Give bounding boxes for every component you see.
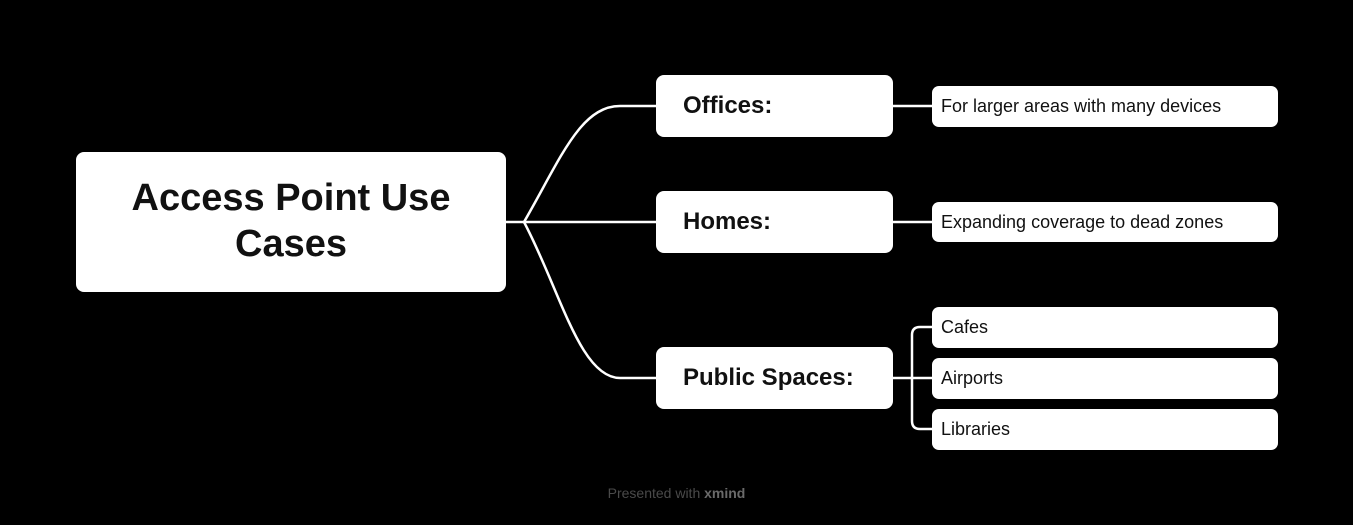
branch-node-label: Offices:: [683, 92, 773, 119]
leaf-node-homes-detail[interactable]: Expanding coverage to dead zones: [932, 202, 1278, 242]
footer-prefix: Presented with: [607, 485, 701, 501]
leaf-node-label: For larger areas with many devices: [941, 96, 1222, 116]
root-node-label: Access Point Use Cases: [131, 177, 451, 265]
leaf-node-label: Cafes: [941, 317, 989, 337]
presented-with-footer: Presented with xmind: [0, 485, 1353, 501]
leaf-node-offices-detail[interactable]: For larger areas with many devices: [932, 86, 1278, 127]
leaf-node-cafes[interactable]: Cafes: [932, 307, 1278, 348]
branch-node-label: Public Spaces:: [683, 364, 854, 391]
leaf-node-label: Airports: [941, 368, 1004, 388]
leaf-node-label: Libraries: [941, 419, 1011, 439]
branch-node-public-spaces[interactable]: Public Spaces:: [656, 347, 893, 409]
root-node[interactable]: Access Point Use Cases: [76, 152, 506, 292]
leaf-node-libraries[interactable]: Libraries: [932, 409, 1278, 450]
footer-brand-logo: xmind: [704, 485, 746, 501]
connector-root-public-spaces: [522, 220, 658, 380]
connector-root-offices: [504, 104, 658, 224]
leaf-node-label: Expanding coverage to dead zones: [941, 211, 1224, 232]
branch-node-label: Homes:: [683, 208, 772, 235]
leaf-node-airports[interactable]: Airports: [932, 358, 1278, 399]
branch-node-homes[interactable]: Homes:: [656, 191, 893, 253]
branch-node-offices[interactable]: Offices:: [656, 75, 893, 137]
